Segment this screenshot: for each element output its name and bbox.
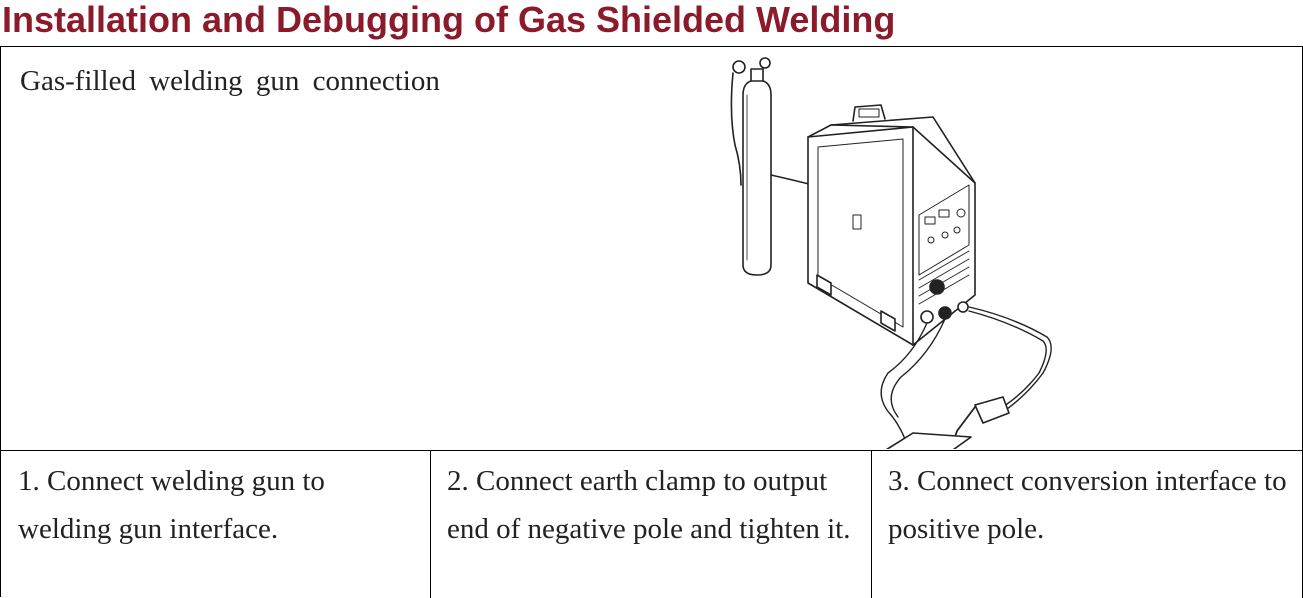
step-3-text: 3. Connect conversion interface to posit… <box>888 465 1287 545</box>
gas-cylinder-icon <box>730 57 814 276</box>
step-2-cell: 2. Connect earth clamp to output end of … <box>431 451 872 598</box>
cable-icon <box>880 306 1052 448</box>
figure-caption: Gas-filled welding gun connection <box>20 65 440 97</box>
instruction-table: Gas-filled welding gun connection <box>0 46 1303 598</box>
step-1-cell: 1. Connect welding gun to welding gun in… <box>1 451 431 598</box>
welding-machine-icon <box>807 104 976 346</box>
workpiece-plate-icon <box>885 432 972 449</box>
welding-machine-illustration <box>730 57 1052 449</box>
step-1-text: 1. Connect welding gun to welding gun in… <box>18 465 325 545</box>
step-2-text: 2. Connect earth clamp to output end of … <box>447 465 851 545</box>
page-title: Installation and Debugging of Gas Shield… <box>2 0 896 40</box>
figure-cell: Gas-filled welding gun connection <box>1 47 1303 451</box>
step-3-cell: 3. Connect conversion interface to posit… <box>872 451 1303 598</box>
